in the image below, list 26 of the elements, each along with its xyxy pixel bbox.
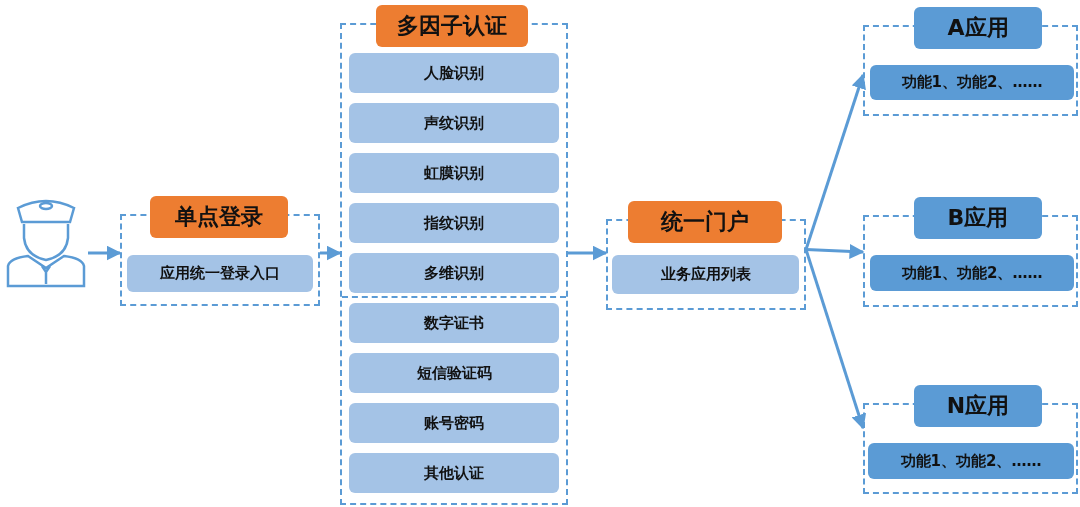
label-box: 声纹识别	[349, 103, 559, 143]
arrow	[88, 245, 122, 261]
label-box: 数字证书	[349, 303, 559, 343]
group-title: A应用	[914, 7, 1042, 49]
label-box: 账号密码	[349, 403, 559, 443]
group-title: 多因子认证	[376, 5, 528, 47]
label-box: 短信验证码	[349, 353, 559, 393]
group-title: N应用	[914, 385, 1042, 427]
arrow	[804, 249, 867, 430]
arrow	[805, 243, 865, 259]
label-box: 功能1、功能2、……	[870, 255, 1074, 291]
label-box: 业务应用列表	[612, 255, 799, 294]
label-box: 多维识别	[349, 253, 559, 293]
label-box: 虹膜识别	[349, 153, 559, 193]
group-title: 统一门户	[628, 201, 782, 243]
label-box: 功能1、功能2、……	[870, 65, 1074, 100]
label-box: 应用统一登录入口	[127, 255, 313, 292]
arrow	[320, 245, 342, 261]
label-box: 人脸识别	[349, 53, 559, 93]
label-box: 指纹识别	[349, 203, 559, 243]
group-title: B应用	[914, 197, 1042, 239]
arrow	[804, 73, 866, 250]
label-box: 其他认证	[349, 453, 559, 493]
arrow	[568, 245, 608, 261]
group-title: 单点登录	[150, 196, 288, 238]
label-box: 功能1、功能2、……	[868, 443, 1074, 479]
